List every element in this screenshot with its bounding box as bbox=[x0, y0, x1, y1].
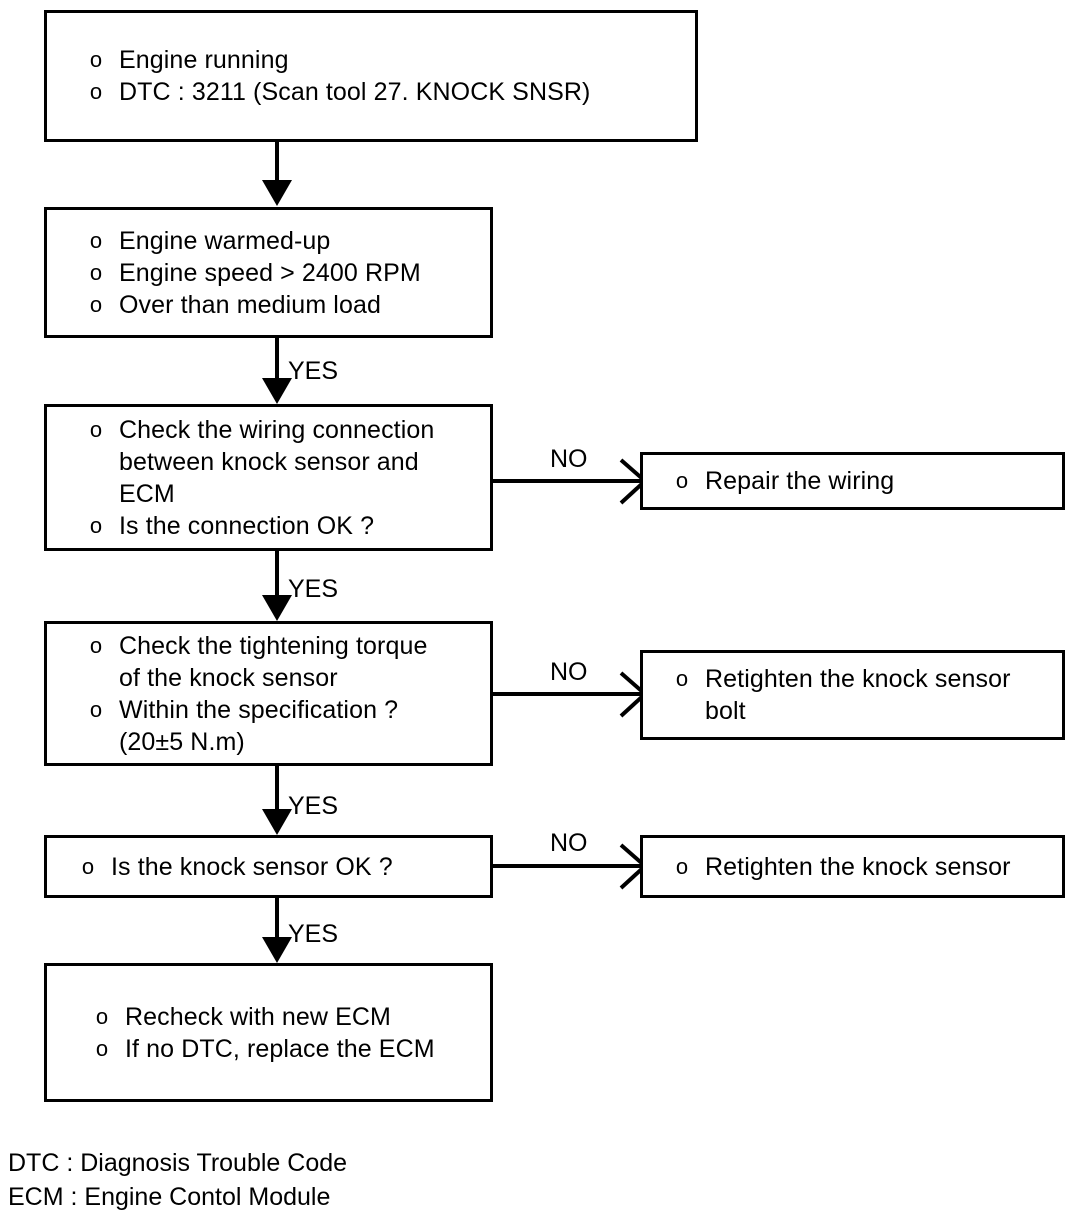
bullet-label: Engine speed > 2400 RPM bbox=[119, 258, 421, 287]
bullet-label: Check the tightening torque of the knock… bbox=[119, 631, 428, 692]
bullet-glyph: o bbox=[89, 632, 103, 658]
bullet-label: DTC : 3211 (Scan tool 27. KNOCK SNSR) bbox=[119, 78, 591, 106]
bullet-glyph: o bbox=[89, 291, 103, 317]
bullet-item: o Retighten the knock sensor bbox=[659, 851, 1062, 883]
bullet-item: o Is the connection OK ? bbox=[73, 510, 490, 542]
edge-label-yes-3: YES bbox=[288, 792, 339, 820]
bullet-item: o Recheck with new ECM bbox=[79, 1001, 490, 1033]
bullet-label: Check the wiring connection between knoc… bbox=[119, 415, 435, 508]
node-check-wiring: o Check the wiring connection between kn… bbox=[44, 404, 493, 551]
bullet-label: Engine running bbox=[119, 46, 289, 74]
bullet-label: Over than medium load bbox=[119, 290, 381, 319]
node-retighten-bolt: o Retighten the knock sensor bolt bbox=[640, 650, 1065, 740]
bullet-glyph: o bbox=[81, 853, 95, 879]
bullet-label: Retighten the knock sensor bolt bbox=[705, 665, 1011, 725]
node-conditions: o Engine warmed-up o Engine speed > 2400… bbox=[44, 207, 493, 338]
bullet-glyph: o bbox=[675, 468, 689, 493]
bullet-glyph: o bbox=[89, 79, 103, 104]
legend-abbreviations: DTC : Diagnosis Trouble Code ECM : Engin… bbox=[8, 1149, 348, 1211]
bullet-item: o Retighten the knock sensor bolt bbox=[659, 663, 1062, 727]
bullet-item: o Over than medium load bbox=[73, 289, 490, 321]
bullet-label: Recheck with new ECM bbox=[125, 1002, 391, 1031]
bullet-item: o Repair the wiring bbox=[659, 465, 1062, 497]
bullet-glyph: o bbox=[675, 853, 689, 879]
bullet-glyph: o bbox=[89, 47, 103, 72]
bullet-label: If no DTC, replace the ECM bbox=[125, 1034, 435, 1063]
bullet-glyph: o bbox=[95, 1035, 109, 1061]
edge-label-no-2: NO bbox=[550, 658, 588, 686]
bullet-item: o If no DTC, replace the ECM bbox=[79, 1033, 490, 1065]
bullet-item: o Check the tightening torque of the kno… bbox=[73, 630, 490, 694]
bullet-item: o Check the wiring connection between kn… bbox=[73, 414, 490, 510]
edge-label-no-3: NO bbox=[550, 829, 588, 857]
node-check-torque: o Check the tightening torque of the kno… bbox=[44, 621, 493, 766]
node-sensor-ok: o Is the knock sensor OK ? bbox=[44, 835, 493, 898]
edge-label-yes-4: YES bbox=[288, 920, 339, 948]
bullet-item: o Engine speed > 2400 RPM bbox=[73, 257, 490, 289]
bullet-label: Repair the wiring bbox=[705, 467, 895, 495]
bullet-glyph: o bbox=[89, 512, 103, 538]
bullet-label: Within the specification ? (20±5 N.m) bbox=[119, 695, 399, 756]
edge-label-yes-1: YES bbox=[288, 357, 339, 385]
arrowhead-start-to-conditions bbox=[262, 180, 292, 206]
bullet-label: Is the connection OK ? bbox=[119, 511, 375, 540]
edge-label-no-1: NO bbox=[550, 445, 588, 473]
bullet-item: o DTC : 3211 (Scan tool 27. KNOCK SNSR) bbox=[73, 76, 695, 108]
node-repair-wiring: o Repair the wiring bbox=[640, 452, 1065, 510]
bullet-glyph: o bbox=[675, 666, 689, 691]
bullet-item: o Engine warmed-up bbox=[73, 225, 490, 257]
node-retighten-sensor: o Retighten the knock sensor bbox=[640, 835, 1065, 898]
node-recheck-ecm: o Recheck with new ECM o If no DTC, repl… bbox=[44, 963, 493, 1102]
edge-label-yes-2: YES bbox=[288, 575, 339, 603]
bullet-glyph: o bbox=[89, 696, 103, 722]
bullet-glyph: o bbox=[89, 259, 103, 285]
bullet-label: Engine warmed-up bbox=[119, 226, 331, 255]
bullet-glyph: o bbox=[89, 416, 103, 442]
bullet-item: o Engine running bbox=[73, 44, 695, 76]
node-start: o Engine running o DTC : 3211 (Scan tool… bbox=[44, 10, 698, 142]
bullet-glyph: o bbox=[95, 1003, 109, 1029]
bullet-label: Is the knock sensor OK ? bbox=[111, 852, 393, 881]
bullet-item: o Within the specification ? (20±5 N.m) bbox=[73, 694, 490, 758]
bullet-glyph: o bbox=[89, 227, 103, 253]
bullet-label: Retighten the knock sensor bbox=[705, 852, 1011, 881]
bullet-item: o Is the knock sensor OK ? bbox=[65, 851, 490, 883]
